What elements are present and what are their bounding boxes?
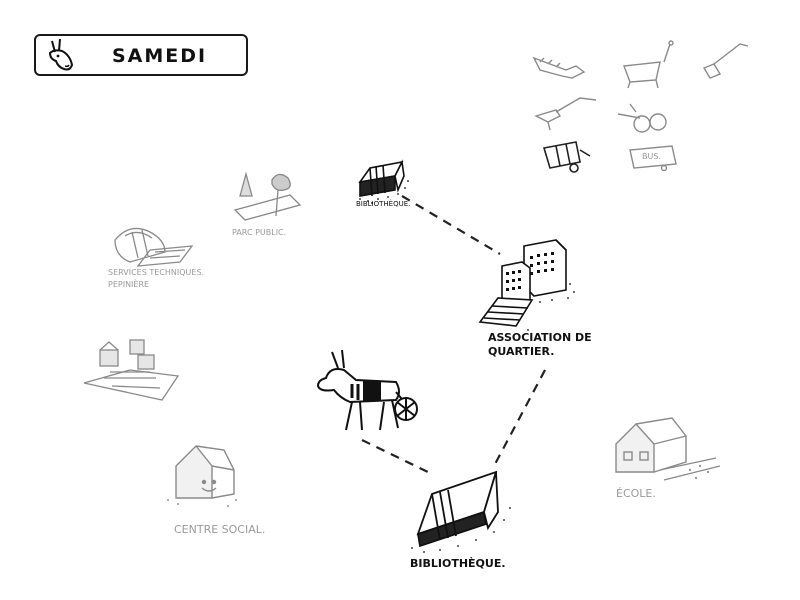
greenhouse-icon xyxy=(114,227,194,267)
donkey-head-icon xyxy=(48,38,74,71)
social-center-house-icon xyxy=(167,444,237,507)
connector-library-to-association xyxy=(401,195,501,255)
school-building-icon xyxy=(615,417,721,481)
hedge-trimmer-icon xyxy=(534,97,597,131)
technical-services-label: SERViCES TECHNiQUES. xyxy=(108,268,205,277)
association-label-line2: QUARTiER. xyxy=(488,345,555,358)
library-top-label: BiBLiOTHÈQUE. xyxy=(356,200,411,208)
donkey-cart-icon xyxy=(316,349,418,431)
public-park-label: PARC PUBLiC. xyxy=(232,228,287,237)
bus-icon xyxy=(629,145,677,172)
public-park-icon xyxy=(233,171,302,221)
wheelbarrow-empty-icon xyxy=(623,40,674,89)
library-bottom-label: BiBLiOTHÈQUE. xyxy=(410,557,506,570)
social-center-label: CENTRE SOCiAL. xyxy=(174,523,266,536)
school-label: ÉCOLE. xyxy=(616,487,656,500)
bus-label: BUS. xyxy=(642,152,661,161)
nursery-label: PEPiNiÈRE xyxy=(108,280,150,289)
saw-icon xyxy=(532,56,586,79)
association-buildings-icon xyxy=(478,239,575,331)
connection-lines xyxy=(361,195,546,475)
library-bottom-icon xyxy=(411,470,511,553)
connector-donkey-to-library xyxy=(361,439,433,475)
day-title-box: SAMEDI xyxy=(34,34,248,76)
library-top-icon xyxy=(358,159,409,204)
neighborhood-houses-icon xyxy=(83,339,180,401)
page-title: SAMEDI xyxy=(112,45,208,67)
garden-cart-icon xyxy=(542,141,591,173)
lawn-roller-icon xyxy=(617,103,667,133)
connector-association-to-library xyxy=(493,369,546,467)
shovel-icon xyxy=(702,43,749,79)
association-label-line1: ASSOCiATiON DE xyxy=(488,331,592,344)
